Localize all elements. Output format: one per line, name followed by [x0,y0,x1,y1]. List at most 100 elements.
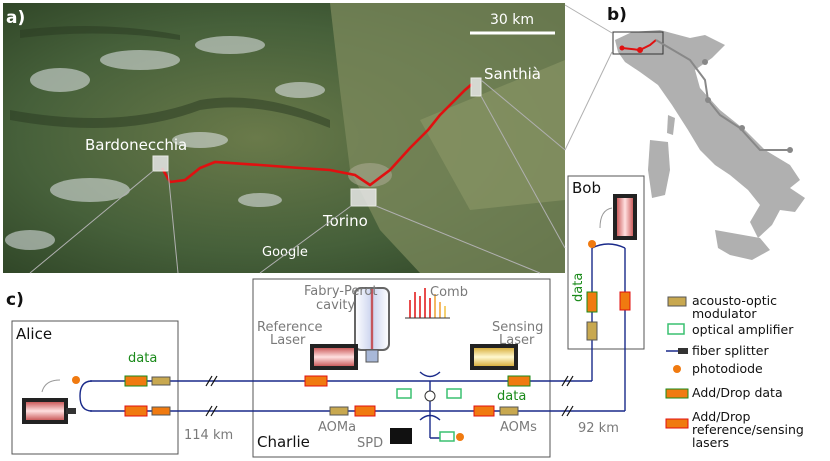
city-torino: Torino [322,212,368,230]
panel-c-label: c) [6,290,24,310]
legend-adddrop: Add/Drop data [692,385,783,400]
bob-feedback-arrow [599,207,613,229]
scale-label: 30 km [490,12,534,28]
backbone-node-1 [702,59,708,65]
panel-a-label: a) [6,8,25,28]
bob-laser [613,194,637,240]
bob-aom [586,321,598,341]
snow-peaks [5,36,325,250]
legend-splitter-body [678,348,688,354]
legend: acousto-optic modulator optical amplifie… [665,293,804,450]
aoma-label: AOMa [318,420,356,435]
charlie-amplifier-1 [396,388,412,399]
charlie-label: Charlie [257,433,310,451]
sardinia [648,140,670,198]
charlie-data-label: data [497,389,526,404]
valleys [10,26,330,128]
zoom-lines [29,4,613,274]
sensing-laser [470,344,518,370]
italy-mainland [615,30,805,238]
beam-splitter [365,349,379,363]
legend-ref-3: lasers [692,435,729,450]
fiber-breaks [205,375,574,417]
legend-amplifier: optical amplifier [692,322,794,337]
backbone-node-3 [739,125,745,131]
city-santhia: Santhià [484,65,541,83]
marker-bardonecchia [152,155,169,172]
spd-label: SPD [357,436,383,451]
alice-laser-output [66,408,76,414]
reference-laser-label-1: Reference [257,320,322,335]
charlie-adddrop-data-right [507,375,531,387]
reference-laser [310,344,358,370]
bob-photodiode-icon [588,240,596,248]
inset-route [621,39,657,52]
charlie-amplifier-2 [446,388,462,399]
alice-data-label: data [128,351,157,366]
aoms [499,406,519,416]
charlie-box [252,278,551,458]
bob-adddrop-ref [619,291,631,311]
circulator-icon [424,390,436,402]
alice-aom-top [151,376,171,386]
aoma [329,406,349,416]
sensing-laser-label-1: Sensing [492,320,543,335]
legend-ref-icon [665,418,689,429]
torino-urban-area [348,163,392,187]
backbone-route [655,39,790,151]
legend-adddrop-icon [665,388,689,399]
comb-label: Comb [430,285,468,300]
legend-aom-2: modulator [692,306,757,321]
legend-amplifier-icon [667,323,685,335]
city-bardonecchia: Bardonecchia [85,136,187,154]
distance-right: 92 km [578,421,619,436]
alice-feedback-arrow [41,379,61,393]
charlie-adddrop-ref-left [304,375,328,387]
legend-aom-icon [667,296,687,307]
panel-b-label: b) [607,5,627,25]
legend-aom-1: acousto-optic [692,293,777,308]
fabry-perot-label-2: cavity [316,298,356,313]
bob-data-label: data [571,273,586,302]
alice-adddrop-top [124,375,148,387]
marker-torino [350,188,377,207]
legend-photodiode: photodiode [692,361,763,376]
alice-label: Alice [16,325,52,343]
alice-adddrop-bottom [124,405,148,417]
backbone-node-4 [787,147,793,153]
backbone-node-2 [705,97,711,103]
map-panel: 30 km a) Bardonecchia Torino Santhià Goo… [3,3,565,273]
legend-ref-2: reference/sensing [692,422,804,437]
sensing-laser-label-2: Laser [499,333,535,348]
corsica [667,115,675,135]
comb-spectrum [405,288,450,319]
sicily [715,230,770,260]
legend-photodiode-icon [673,365,681,373]
fiber-route [160,83,473,187]
alice-laser [22,398,68,424]
inset-node-1 [619,45,625,51]
italy-panel: b) [607,5,805,260]
charlie-amplifier-3 [439,431,455,442]
charlie-adddrop-ref-bottom [354,405,376,417]
alice-adddrop-bottom-2 [151,406,171,416]
spd-detector [390,428,412,444]
alice-box [11,320,179,455]
reference-laser-label-2: Laser [270,333,306,348]
bob-label: Bob [572,179,601,197]
aoms-label: AOMs [500,420,537,435]
distance-left: 114 km [184,428,233,443]
legend-ref-1: Add/Drop [692,409,751,424]
plain-area-2 [420,60,565,210]
bob-adddrop-data [586,291,598,313]
fabry-perot-label-1: Fabry-Perot [304,284,378,299]
charlie-adddrop-ref-bottom-right [473,405,495,417]
charlie-photodiode-icon [456,433,464,441]
marker-santhia [470,77,482,97]
map-credit: Google [262,245,308,260]
alice-photodiode-icon [72,376,80,384]
legend-splitter: fiber splitter [692,343,769,358]
inset-node-2 [637,47,643,53]
bob-box [567,175,645,350]
